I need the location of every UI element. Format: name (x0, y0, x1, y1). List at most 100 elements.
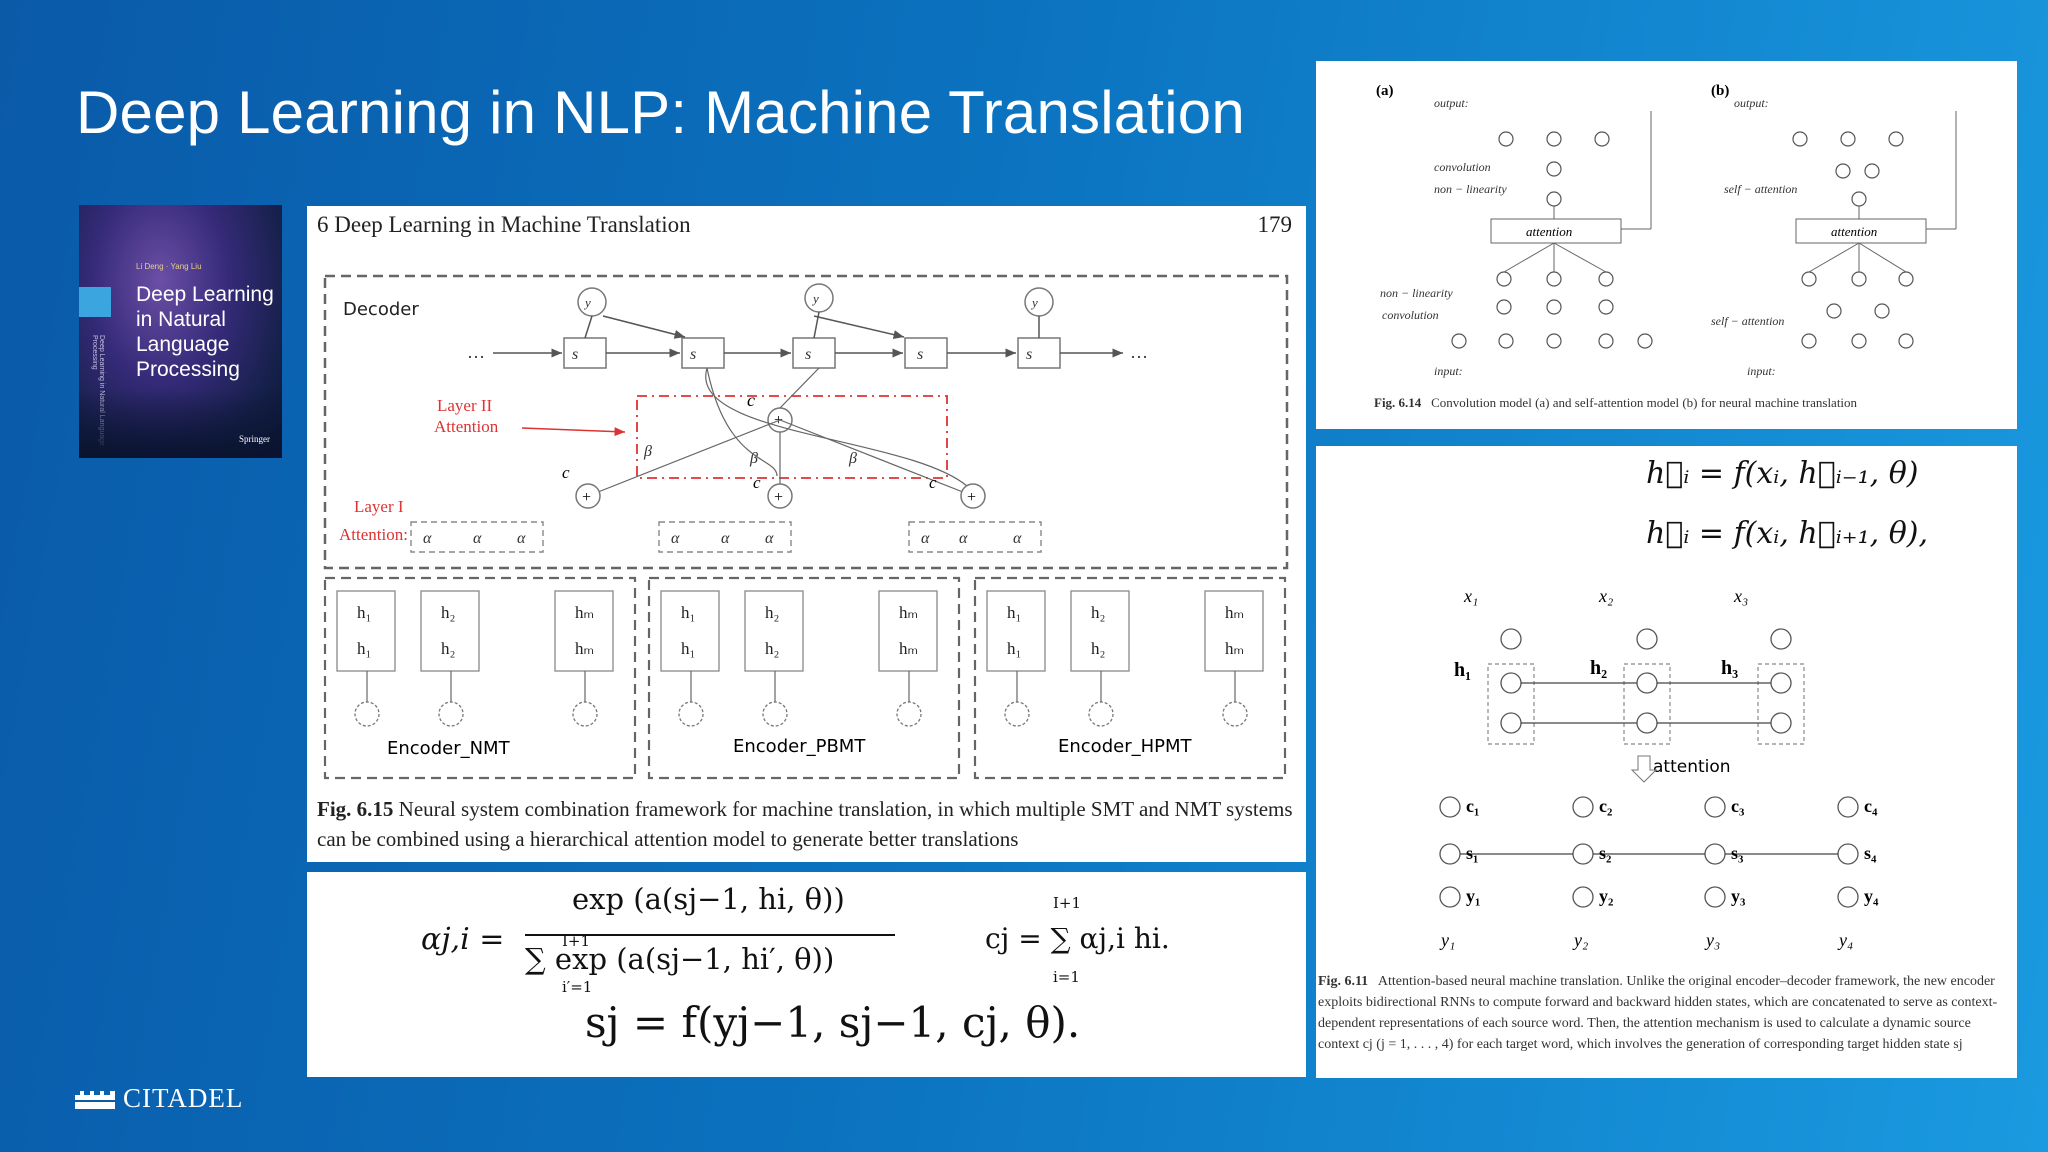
state-sj-1b (681, 337, 725, 369)
svg-text:s₄: s₄ (1864, 843, 1877, 863)
page-header: 6 Deep Learning in Machine Translation (317, 212, 691, 237)
svg-text:y₂: y₂ (1572, 930, 1588, 950)
svg-text:c: c (753, 473, 761, 492)
svg-text:c: c (929, 473, 937, 492)
conv-a2-label: convolution (1382, 308, 1439, 322)
citadel-logo: CITADEL (75, 1083, 243, 1114)
svg-text:+: + (967, 489, 976, 506)
nonlin-a-label: non − linearity (1434, 182, 1507, 196)
svg-text:h₂: h₂ (441, 603, 455, 622)
svg-text:c: c (747, 390, 755, 410)
svg-text:y: y (583, 295, 591, 310)
svg-text:h₁: h₁ (1007, 603, 1021, 622)
svg-text:c₂: c₂ (1599, 796, 1612, 816)
cover-horizon (79, 388, 282, 458)
figure-6-14-panel: (a) (b) output: output: input: input: co… (1316, 61, 2017, 429)
caption-label: Fig. 6.15 (317, 797, 394, 821)
alpha-lhs: αj,i = (421, 922, 505, 957)
svg-text:h₁: h₁ (1454, 659, 1471, 681)
label-b: (b) (1711, 83, 1729, 99)
svg-text:α: α (671, 530, 680, 547)
book-title-line: Processing (136, 358, 240, 381)
figure-6-11-panel: h⃗ᵢ = f(xᵢ, h⃗ᵢ₋₁, θ) h⃖ᵢ = f(xᵢ, h⃖ᵢ₊₁,… (1316, 446, 2017, 1078)
svg-text:c₃: c₃ (1731, 796, 1745, 816)
svg-text:β: β (848, 450, 857, 467)
encoder-pbmt-label: Encoder_PBMT (733, 736, 866, 757)
svg-text:β: β (643, 443, 652, 460)
figure-6-15-caption: Fig. 6.15 Neural system combination fram… (317, 794, 1299, 854)
svg-text:s: s (572, 346, 578, 363)
book-title-line: in Natural (136, 308, 226, 331)
svg-text:hₘ: hₘ (1225, 603, 1244, 622)
svg-text:s: s (805, 346, 811, 363)
state-eq: sj = f(yj−1, sj−1, cj, θ). (585, 998, 1081, 1047)
svg-text:h₁: h₁ (1007, 639, 1021, 658)
nonlin-a2-label: non − linearity (1380, 286, 1453, 300)
label-a: (a) (1376, 83, 1394, 99)
svg-text:h₂: h₂ (765, 603, 779, 622)
attention-arrow-label: attention (1653, 757, 1731, 777)
svg-text:y₂: y₂ (1599, 886, 1613, 906)
context-eq: cj = ∑ αj,i hi. (985, 922, 1170, 955)
svg-text:h₁: h₁ (681, 603, 695, 622)
svg-text:hₘ: hₘ (575, 639, 594, 658)
svg-text:c: c (562, 463, 570, 482)
svg-text:h₂: h₂ (1091, 603, 1105, 622)
sum-bottom: i′=1 (562, 978, 593, 996)
svg-text:α: α (473, 530, 482, 547)
svg-text:h₂: h₂ (1091, 639, 1105, 658)
attention-b: attention (1831, 224, 1877, 239)
svg-text:y₄: y₄ (1864, 886, 1879, 906)
svg-text:α: α (921, 530, 930, 547)
input-b: input: (1747, 364, 1776, 378)
context-sum-bottom: i=1 (1053, 968, 1080, 986)
svg-text:hₘ: hₘ (575, 603, 594, 622)
encoder-hpmt-label: Encoder_HPMT (1058, 736, 1193, 757)
svg-text:y₄: y₄ (1837, 930, 1853, 950)
svg-text:h₂: h₂ (441, 639, 455, 658)
output-a: output: (1434, 96, 1469, 110)
output-b: output: (1734, 96, 1769, 110)
svg-text:s: s (690, 346, 696, 363)
selfattn-b-label: self − attention (1724, 182, 1797, 196)
svg-text:c₄: c₄ (1864, 796, 1878, 816)
slide-title: Deep Learning in NLP: Machine Translatio… (76, 79, 1245, 146)
svg-text:s: s (917, 346, 923, 363)
svg-text:h₁: h₁ (681, 639, 695, 658)
selfattn-b2-label: self − attention (1711, 314, 1784, 328)
cover-stripe (79, 287, 111, 317)
caption-text: Attention-based neural machine translati… (1318, 974, 1998, 1052)
svg-text:h₁: h₁ (357, 603, 371, 622)
caption-label: Fig. 6.14 (1374, 395, 1422, 410)
input-a: input: (1434, 364, 1463, 378)
svg-text:x₃: x₃ (1733, 586, 1748, 606)
svg-text:h₂: h₂ (1590, 657, 1607, 679)
svg-text:+: + (774, 489, 783, 506)
backward-equation: h⃖ᵢ = f(xᵢ, h⃖ᵢ₊₁, θ), (1646, 516, 1928, 551)
conv-a-label: convolution (1434, 160, 1491, 174)
svg-text:hₘ: hₘ (899, 603, 918, 622)
book-title-line: Language (136, 333, 230, 356)
encoder-nmt-label: Encoder_NMT (387, 738, 511, 759)
sum-top: I+1 (562, 932, 591, 950)
state-sj (792, 337, 836, 369)
svg-text:x₂: x₂ (1598, 586, 1613, 606)
svg-text:y: y (1030, 295, 1038, 310)
svg-text:h₂: h₂ (765, 639, 779, 658)
book-title-line: Deep Learning (136, 283, 274, 306)
svg-text:α: α (959, 530, 968, 547)
svg-text:α: α (765, 530, 774, 547)
forward-equation: h⃗ᵢ = f(xᵢ, h⃗ᵢ₋₁, θ) (1646, 456, 1919, 491)
figure-6-15-panel: 6 Deep Learning in Machine Translation 1… (307, 206, 1306, 862)
svg-text:α: α (423, 530, 432, 547)
book-cover-image: Li Deng · Yang Liu Deep Learning in Natu… (79, 205, 282, 458)
svg-text:y₁: y₁ (1466, 886, 1480, 906)
svg-text:hₘ: hₘ (1225, 639, 1244, 658)
fraction-bar (525, 934, 895, 936)
book-title: Deep Learning in Natural Language Proces… (136, 282, 276, 382)
svg-text:β: β (749, 450, 758, 467)
caption-text: Convolution model (a) and self-attention… (1431, 395, 1858, 410)
svg-text:…: … (1130, 342, 1148, 362)
